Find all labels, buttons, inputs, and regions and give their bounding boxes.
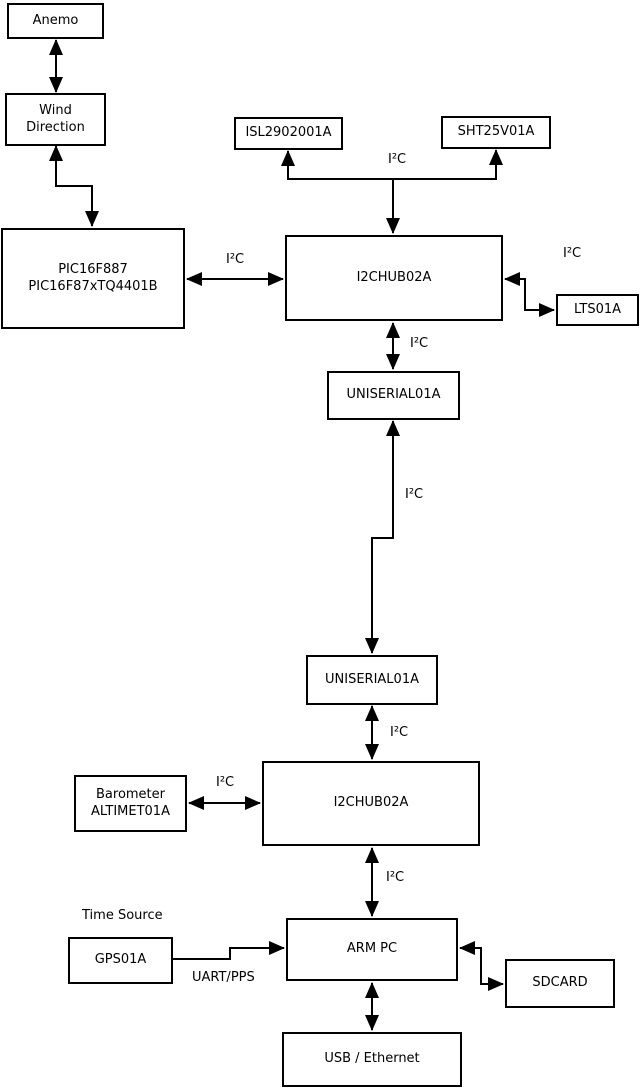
edge-label-i2c-uni2-hub2: I²C <box>390 725 409 740</box>
box-uniserial01a-lower: UNISERIAL01A <box>306 655 438 705</box>
edge-label-i2c-uni1-uni2: I²C <box>405 487 424 502</box>
box-pic-microcontroller: PIC16F887 PIC16F87xTQ4401B <box>1 228 185 329</box>
box-isl2902001a: ISL2902001A <box>234 117 343 150</box>
box-i2chub02a-lower: I2CHUB02A <box>262 761 480 846</box>
connector-uniserial1-uniserial2 <box>365 420 400 654</box>
edge-label-i2c-hub2-arm: I²C <box>386 870 405 885</box>
connector-i2chub1-lts <box>504 272 555 317</box>
edge-label-i2c-lts: I²C <box>563 246 582 261</box>
box-sdcard: SDCARD <box>505 959 615 1008</box>
box-gps01a: GPS01A <box>68 937 173 984</box>
edge-label-uart-pps: UART/PPS <box>192 970 255 985</box>
edge-label-i2c-bus-top: I²C <box>388 152 407 167</box>
box-i2chub02a-upper: I2CHUB02A <box>285 235 503 321</box>
box-wind-direction: Wind Direction <box>5 93 106 146</box>
box-lts01a: LTS01A <box>556 294 639 326</box>
label-time-source: Time Source <box>82 908 163 923</box>
box-usb-ethernet: USB / Ethernet <box>282 1032 462 1087</box>
box-uniserial01a-upper: UNISERIAL01A <box>327 371 460 420</box>
edge-label-i2c-baro-hub2: I²C <box>216 775 235 790</box>
edge-label-i2c-hub1-uni1: I²C <box>410 336 429 351</box>
box-sht25v01a: SHT25V01A <box>441 116 551 149</box>
box-anemometer: Anemo <box>7 3 104 39</box>
connector-gps-armpc <box>173 941 285 960</box>
edge-label-i2c-pic-hub: I²C <box>226 252 245 267</box>
box-arm-pc: ARM PC <box>286 918 458 981</box>
connector-armpc-sdcard <box>459 941 504 991</box>
connector-wind-pic <box>49 145 99 227</box>
box-barometer-altimet01a: Barometer ALTIMET01A <box>74 775 187 832</box>
